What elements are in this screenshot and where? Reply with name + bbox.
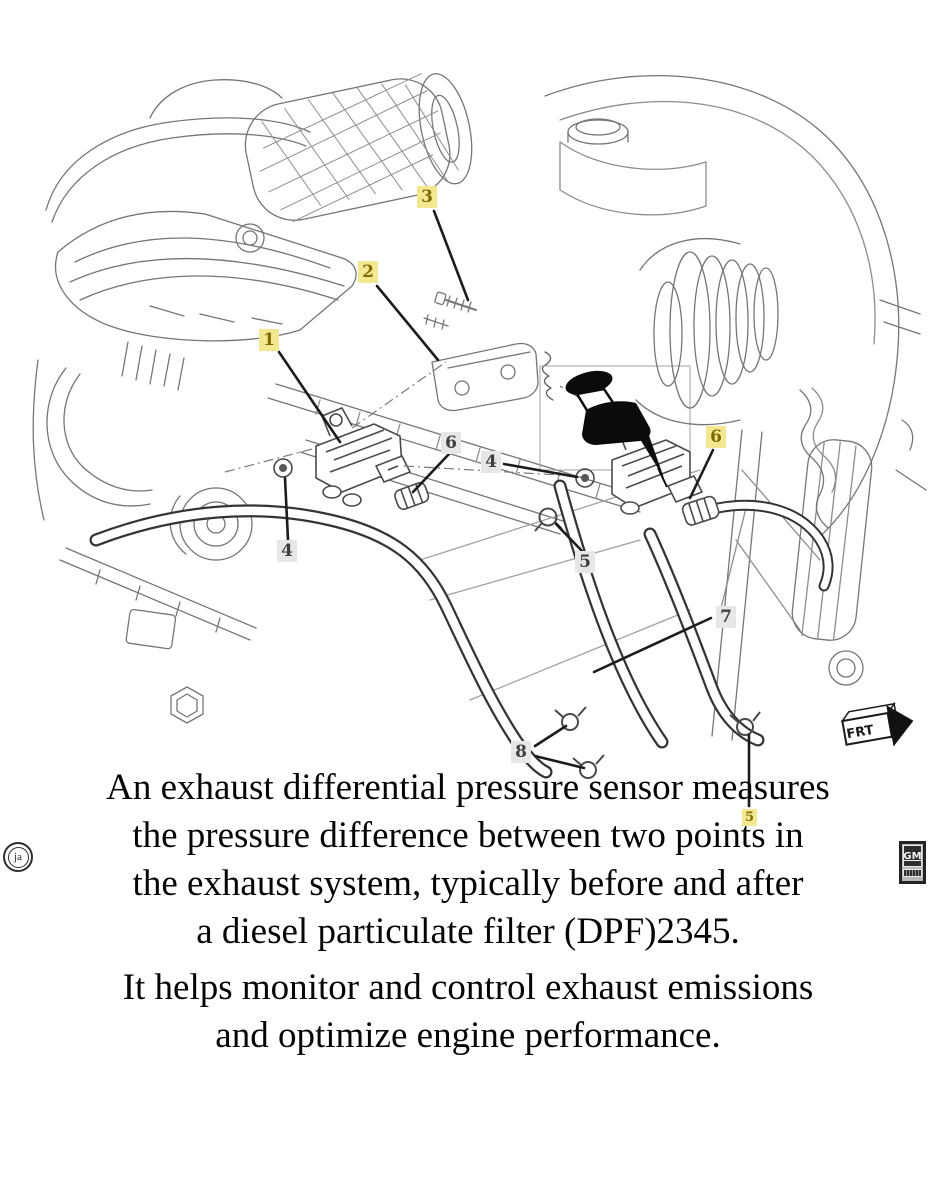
callout-4-left: 4 bbox=[277, 540, 297, 562]
frt-label: FRT bbox=[846, 723, 875, 743]
caption-line-5: It helps monitor and control exhaust emi… bbox=[122, 967, 814, 1008]
gm-logo: GM bbox=[899, 841, 926, 884]
callout-4-middle: 4 bbox=[481, 451, 501, 473]
vacuum-hoses bbox=[89, 479, 834, 779]
caption-line-1: An exhaust differential pressure sensor … bbox=[106, 767, 830, 808]
illustrator-stamp: ja bbox=[3, 842, 33, 872]
gm-logo-subtext-bar bbox=[903, 869, 922, 877]
caption-line-6: and optimize engine performance. bbox=[215, 1015, 721, 1056]
callout-3: 3 bbox=[417, 186, 437, 208]
caption-block: An exhaust differential pressure sensor … bbox=[0, 764, 936, 1060]
callout-2: 2 bbox=[358, 261, 378, 283]
frt-direction-arrow: FRT bbox=[840, 701, 914, 747]
sensor-components bbox=[273, 407, 761, 779]
callout-leader-lines bbox=[277, 209, 751, 808]
callout-6-left: 6 bbox=[441, 432, 461, 454]
callout-6-right: 6 bbox=[706, 426, 726, 448]
callout-5-bottom: 5 bbox=[742, 809, 757, 826]
callout-1: 1 bbox=[259, 329, 279, 351]
caption-line-2: the pressure difference between two poin… bbox=[132, 815, 804, 856]
callout-5-middle: 5 bbox=[575, 551, 595, 573]
frt-arrowhead bbox=[886, 705, 914, 747]
engine-background-sketch bbox=[32, 73, 927, 741]
illustrator-stamp-text: ja bbox=[7, 846, 29, 868]
gm-logo-text: GM bbox=[903, 845, 922, 867]
pushpin-marker bbox=[565, 370, 668, 488]
callout-8: 8 bbox=[511, 741, 531, 763]
caption-line-3: the exhaust system, typically before and… bbox=[132, 863, 804, 904]
caption-line-4: a diesel particulate filter (DPF)2345. bbox=[196, 911, 740, 952]
callout-7: 7 bbox=[716, 606, 736, 628]
